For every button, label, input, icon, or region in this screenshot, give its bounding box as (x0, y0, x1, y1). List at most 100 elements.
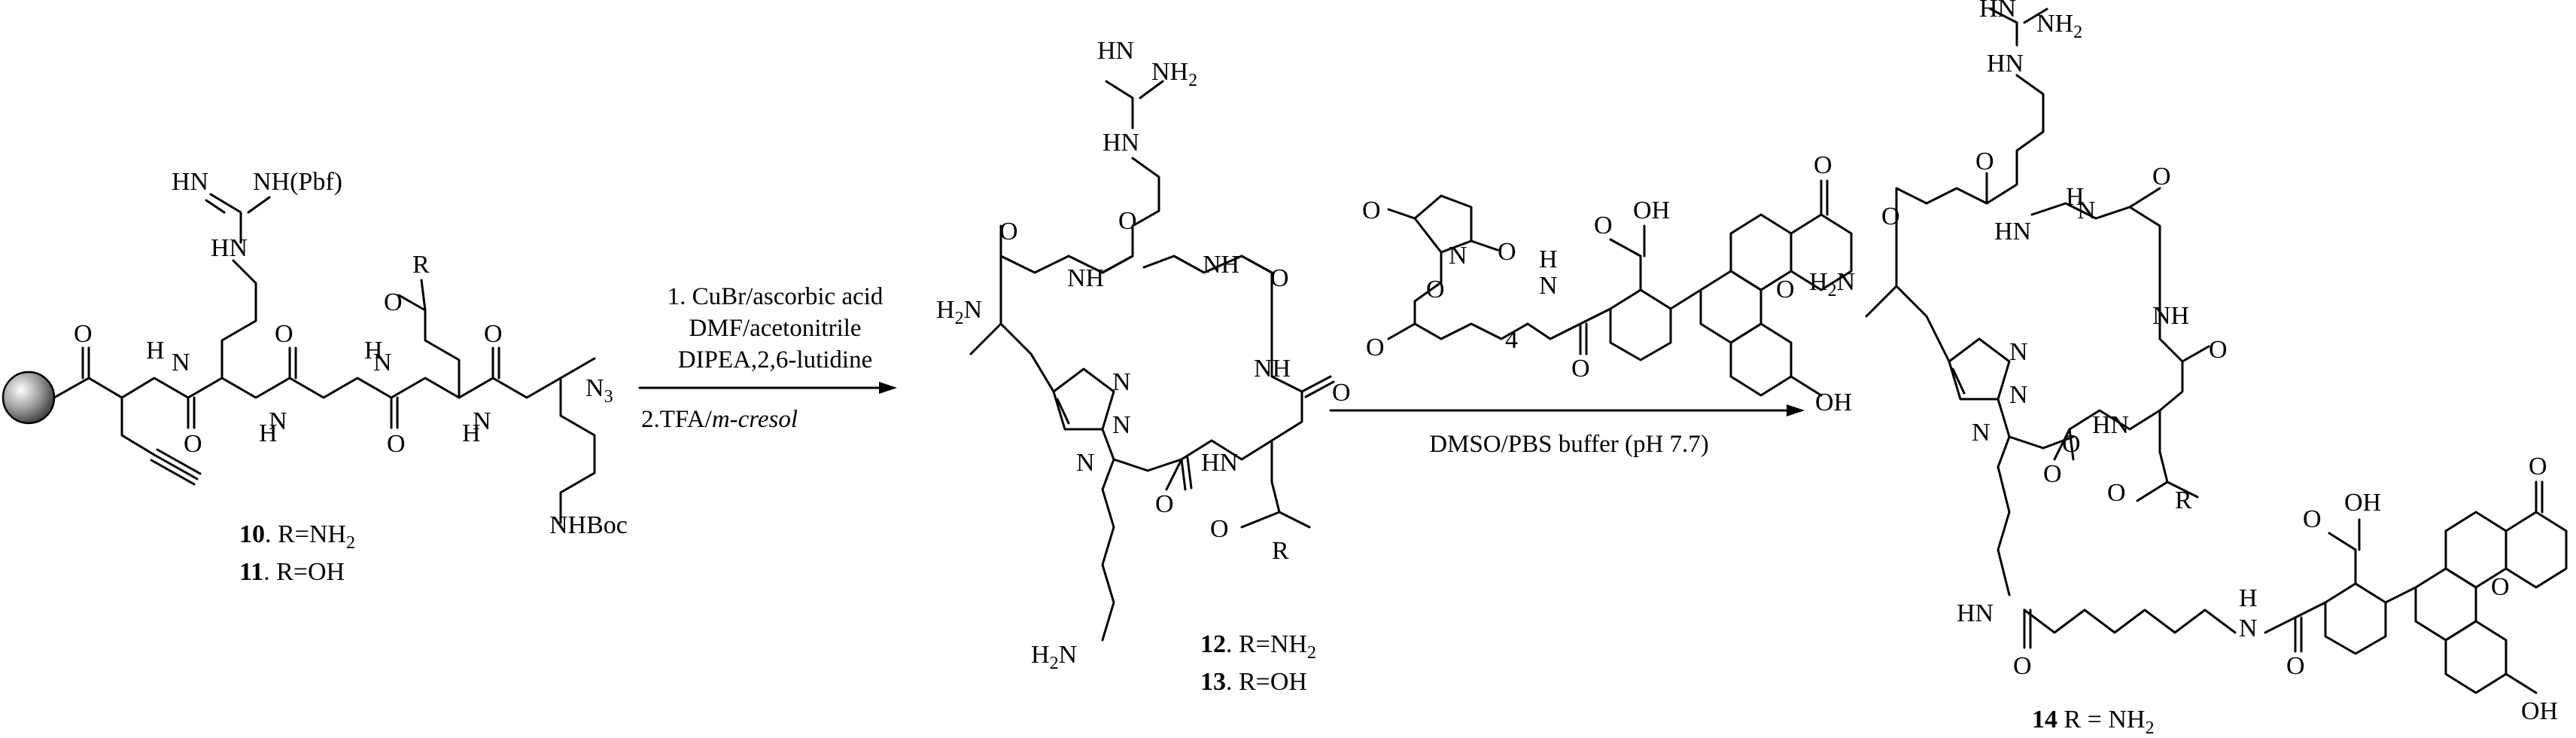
amide-h-label: H (259, 419, 278, 447)
amide-n-label: N (269, 407, 287, 435)
carbonyl-o-label: O (2107, 479, 2126, 507)
compound-12-label: 12. R=NH2 (1200, 630, 1316, 663)
carbonyl-o-label: O (1975, 148, 1994, 175)
guanidine-nh2-label: NH2 (2036, 10, 2082, 42)
compound-12-13-structure (969, 80, 1335, 642)
amide-n-label: N (473, 407, 491, 435)
triazole-n-label: N (1972, 419, 1991, 447)
carboxyl-o-label: O (1594, 212, 1613, 239)
step1-condition-4: 2.TFA/m-cresol (641, 406, 798, 433)
amide-h-label: H (2066, 183, 2085, 211)
linker-h-label: H (2239, 584, 2258, 612)
h2n-label: H2N (1809, 268, 1855, 300)
chain-repeat-label: 4 (1505, 326, 1518, 354)
step1-condition-1: 1. CuBr/ascorbic acid (668, 283, 884, 310)
amide-h-label: H (146, 337, 165, 364)
carbonyl-o-label: O (184, 430, 202, 458)
step1-condition-2: DMF/acetonitrile (689, 315, 861, 342)
carbonyl-o-label: O (484, 320, 503, 348)
arrow-head-2 (1787, 404, 1805, 416)
azide-label: N3 (585, 374, 613, 407)
triazole-n-label: N (1112, 411, 1131, 439)
amide-hn-label: HN (1994, 218, 2031, 245)
carbonyl-o-label: O (999, 218, 1018, 245)
ester-carbonyl-o-label: O (1366, 334, 1385, 361)
amide-hn-label: HN (2092, 411, 2129, 439)
amide-nh-label: NH (1254, 355, 1291, 383)
amide-nh-label: N (2077, 197, 2096, 224)
carbonyl-o-label: O (1210, 515, 1229, 543)
compound-14-structure (1865, 8, 2568, 694)
carbonyl-o-label: O (1118, 207, 1137, 235)
succinimide-o-label: O (1362, 197, 1381, 224)
amide-carbonyl-o-label: O (1571, 355, 1590, 383)
guanidine-hn-label: HN (172, 168, 208, 196)
ester-o-label: O (1426, 276, 1445, 303)
carbonyl-o-label: O (387, 430, 406, 458)
carbonyl-o-label: O (74, 320, 93, 348)
nh-pbf-label: NH(Pbf) (253, 168, 342, 196)
carbonyl-o-label: O (1270, 264, 1289, 292)
h2n-label: H2N (936, 296, 982, 328)
amide-n-label: N (1539, 272, 1558, 300)
guanidine-hn-label: HN (1097, 37, 1134, 65)
linker-carbonyl-o-label: O (2013, 652, 2032, 680)
carbonyl-o-label: O (2043, 460, 2062, 488)
nhboc-label: NHBoc (549, 511, 628, 539)
carboxyl-o-label: O (2303, 505, 2322, 533)
triazole-n-label: N (1076, 449, 1095, 477)
step1-condition-3: DIPEA,2,6-lutidine (678, 346, 872, 374)
compound-10-label: 10. R=NH2 (239, 520, 355, 553)
succinimide-o-label: O (1498, 238, 1516, 266)
step2-condition: DMSO/PBS buffer (pH 7.7) (1429, 431, 1709, 458)
fluorescein-nhs-reagent (1387, 179, 1853, 397)
triazole-n-label: N (1112, 368, 1131, 396)
compound-10-11-structure (2, 193, 596, 524)
amide-h-label: H (364, 337, 383, 364)
amide-hn-label: HN (1201, 449, 1238, 477)
carbonyl-o-label: O (2209, 336, 2228, 364)
compound-14-label: 14 R = NH2 (2032, 706, 2154, 738)
r-group-label: R (412, 251, 430, 279)
r-group-label: R (2175, 486, 2192, 514)
carbonyl-o-label: O (1155, 490, 1174, 518)
r-group-label: R (1272, 537, 1289, 565)
lysine-h2n-label: H2N (1031, 641, 1077, 673)
carbonyl-o-label: O (275, 320, 293, 348)
guanidine-nh2-label: NH2 (1151, 58, 1197, 90)
compound-11-label: 11. R=OH (239, 558, 345, 586)
carbonyl-o-label: O (384, 288, 403, 316)
xanthene-o-label: O (1814, 151, 1832, 179)
linker-hn-label: HN (1957, 599, 1994, 627)
amide-h-label: H (1539, 245, 1558, 273)
xanthene-o-label: O (2529, 453, 2547, 480)
amide-nh-label: N (172, 349, 190, 377)
phenol-oh-label: OH (1815, 389, 1852, 416)
triazole-n-label: N (2009, 338, 2028, 366)
amide-nh-label: NH (1203, 251, 1239, 279)
triazole-n-label: N (2009, 381, 2028, 409)
guanidine-hn-label: HN (1102, 129, 1139, 157)
xanthene-ring-o-label: O (1776, 276, 1795, 303)
guanidine-hn-label: HN (1987, 50, 2024, 78)
phenol-oh-label: OH (2521, 697, 2558, 725)
succinimide-n-label: N (1449, 242, 1467, 270)
amide-nh-label: NH (1067, 264, 1104, 292)
amide-n-label: N (373, 349, 392, 377)
amide-nh-label: NH (2152, 302, 2189, 330)
amide-carbonyl-o-label: O (2286, 652, 2305, 680)
carboxyl-oh-label: OH (1633, 197, 1670, 224)
xanthene-ring-o-label: O (2491, 573, 2510, 601)
amide-h-label: H (462, 419, 481, 447)
carbonyl-o-label: O (1881, 203, 1900, 230)
carbonyl-o-label: O (2062, 430, 2081, 458)
arrow-head-1 (879, 382, 897, 394)
carboxyl-oh-label: OH (2344, 489, 2381, 517)
carbonyl-o-label: O (1332, 379, 1351, 407)
guanidine-hn-label: HN (1979, 0, 2016, 23)
compound-13-label: 13. R=OH (1200, 668, 1307, 696)
carbonyl-o-label: O (2152, 163, 2171, 191)
linker-n-label: N (2239, 614, 2258, 642)
guanidine-hn-label: HN (211, 234, 248, 262)
